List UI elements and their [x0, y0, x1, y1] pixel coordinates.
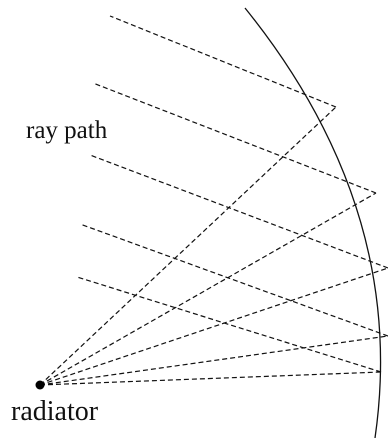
radiator-label: radiator [11, 396, 99, 427]
radiator-dot [35, 380, 45, 390]
reflected-rays [76, 15, 388, 373]
reflected-ray-4 [79, 223, 388, 337]
ray-path-label: ray path [26, 117, 108, 144]
reflector-arc [244, 7, 382, 438]
reflected-ray-2 [92, 82, 377, 194]
incident-ray-3 [39, 267, 388, 386]
incident-rays [39, 106, 388, 386]
reflected-ray-1 [109, 15, 337, 108]
reflected-ray-3 [89, 154, 388, 269]
incident-ray-1 [39, 106, 337, 386]
incident-ray-5 [39, 371, 382, 386]
incident-ray-2 [39, 192, 377, 386]
reflected-ray-5 [76, 276, 382, 373]
incident-ray-4 [39, 335, 388, 386]
